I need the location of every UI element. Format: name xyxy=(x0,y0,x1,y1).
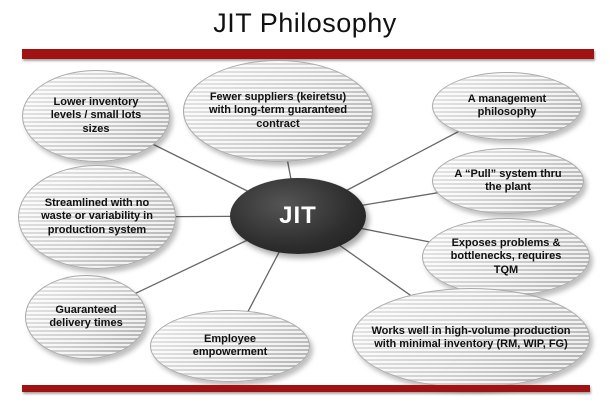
node-label: Works well in high-volume production wit… xyxy=(371,324,571,350)
node-label: Guaranteed delivery times xyxy=(49,303,123,329)
node-label: Streamlined with no waste or variability… xyxy=(41,197,153,236)
node-label: Fewer suppliers (keiretsu) with long-ter… xyxy=(208,91,348,130)
slide-title: JIT Philosophy xyxy=(213,8,397,38)
node-employee-empowerment: Employee empowerment xyxy=(150,310,310,382)
node-lower-inventory: Lower inventory levels / small lots size… xyxy=(22,70,170,162)
title-underline-bar xyxy=(22,49,594,59)
node-label: Employee empowerment xyxy=(192,332,268,358)
node-management-philosophy: A management philosophy xyxy=(432,72,582,140)
node-label: A management philosophy xyxy=(467,92,547,118)
node-pull-system: A “Pull” system thru the plant xyxy=(432,148,584,214)
node-label: A “Pull” system thru the plant xyxy=(454,167,562,193)
footer-bar xyxy=(22,385,590,392)
node-label: Lower inventory levels / small lots size… xyxy=(50,96,142,135)
node-guaranteed-delivery: Guaranteed delivery times xyxy=(25,275,147,359)
node-jit-center: JIT xyxy=(230,178,366,254)
node-exposes-problems: Exposes problems & bottlenecks, requires… xyxy=(422,218,590,296)
center-label: JIT xyxy=(279,202,317,229)
node-works-well: Works well in high-volume production wit… xyxy=(352,288,590,388)
node-streamlined: Streamlined with no waste or variability… xyxy=(18,165,176,269)
node-label: Exposes problems & bottlenecks, requires… xyxy=(450,237,562,276)
node-fewer-suppliers: Fewer suppliers (keiretsu) with long-ter… xyxy=(183,60,373,162)
